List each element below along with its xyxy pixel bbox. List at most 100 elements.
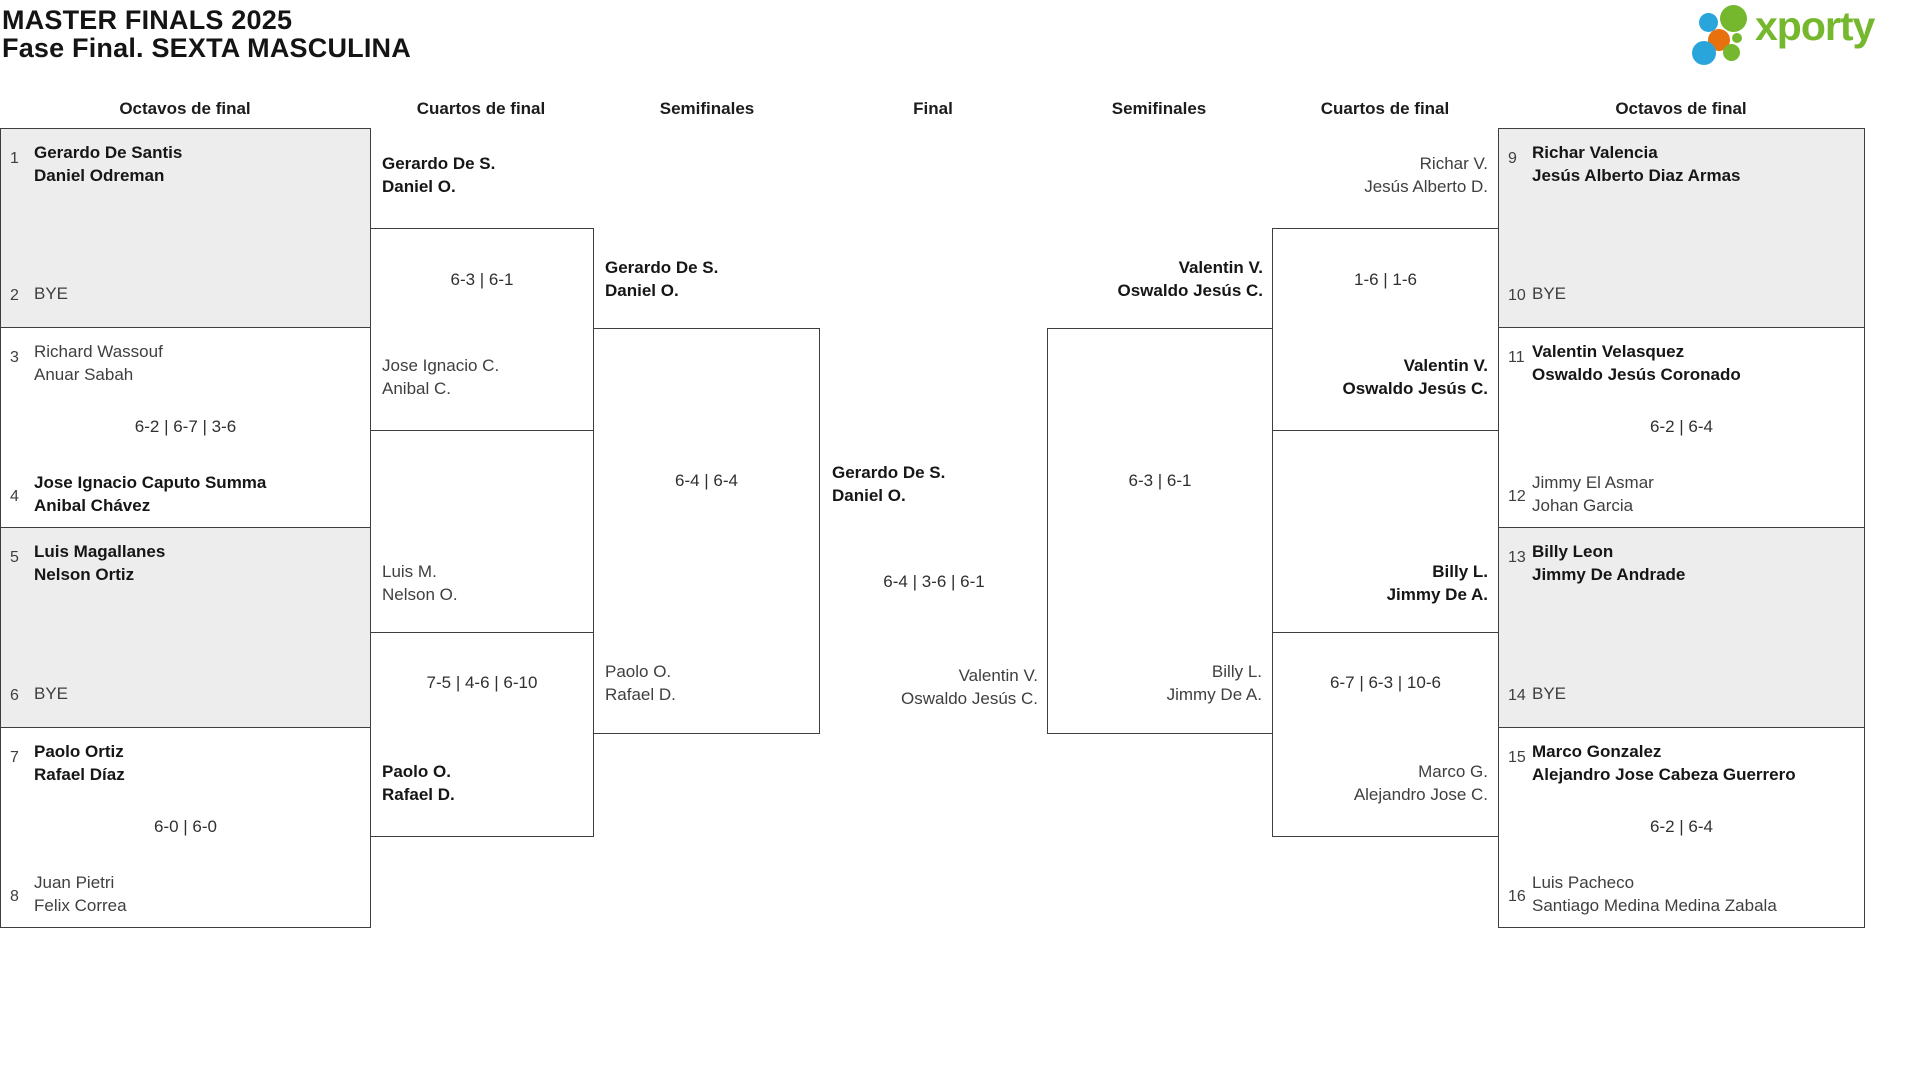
phase-subtitle: Fase Final. SEXTA MASCULINA (2, 33, 411, 63)
player-name: Paolo O. (382, 762, 451, 781)
player-name: Jose Ignacio Caputo Summa (34, 473, 267, 492)
match-score: 6-0 | 6-0 (153, 817, 217, 836)
team-billy-leon: Billy Leon Jimmy De Andrade (1532, 540, 1685, 586)
match-score: 6-2 | 6-4 (1649, 817, 1713, 836)
match-box-qf-left-2 (370, 632, 594, 837)
seed-15: 15 (1508, 749, 1526, 766)
logo-dot-blue-small (1699, 13, 1718, 32)
player-name: Billy L. (1432, 562, 1488, 581)
team-jose-ignacio-caputo: Jose Ignacio Caputo Summa Anibal Chávez (34, 471, 266, 517)
player-name: Billy L. (1211, 662, 1262, 681)
match-box-r16-left-1: 1 Gerardo De Santis Daniel Odreman 2 BYE (0, 128, 371, 328)
player-name: Marco G. (1418, 762, 1488, 781)
final-score: 6-4 | 3-6 | 6-1 (883, 572, 985, 591)
player-name: Paolo O. (605, 662, 672, 681)
seed-3: 3 (10, 349, 19, 366)
team-bye-2: BYE (34, 282, 68, 305)
qf-left-2-score: 7-5 | 4-6 | 6-10 (426, 673, 538, 692)
player-name: BYE (34, 284, 69, 303)
sf-left-score: 6-4 | 6-4 (674, 471, 738, 490)
sf-right-score: 6-3 | 6-1 (1128, 471, 1192, 490)
qf-left-2-bottom-team: Paolo O. Rafael D. (382, 760, 455, 806)
player-name: Johan Garcia (1532, 496, 1634, 515)
team-bye-10: BYE (1532, 282, 1566, 305)
seed-12: 12 (1508, 488, 1526, 505)
match-box-r16-right-1: 9 Richar Valencia Jesús Alberto Diaz Arm… (1498, 128, 1865, 328)
match-box-r16-right-3: 13 Billy Leon Jimmy De Andrade 14 BYE (1498, 527, 1865, 728)
player-name: Gerardo De S. (382, 154, 496, 173)
player-name: Daniel O. (605, 281, 679, 300)
match-box-r16-right-4: 15 Marco Gonzalez Alejandro Jose Cabeza … (1498, 727, 1865, 928)
sf-left-bottom-team: Paolo O. Rafael D. (605, 660, 676, 706)
team-bye-6: BYE (34, 682, 68, 705)
player-name: Jesús Alberto D. (1364, 177, 1488, 196)
player-name: Rafael D. (605, 685, 676, 704)
match-box-r16-left-2: 3 Richard Wassouf Anuar Sabah 6-2 | 6-7 … (0, 327, 371, 528)
logo-dot-green-large (1720, 5, 1747, 32)
player-name: Luis Magallanes (34, 542, 166, 561)
team-marco-gonzalez: Marco Gonzalez Alejandro Jose Cabeza Gue… (1532, 740, 1796, 786)
logo-dot-green-tiny (1732, 33, 1742, 43)
seed-16: 16 (1508, 888, 1526, 905)
logo-dot-green-medium (1723, 44, 1740, 61)
seed-7: 7 (10, 749, 19, 766)
match-box-sf-left (593, 328, 820, 734)
player-name: Santiago Medina Medina Zabala (1532, 896, 1777, 915)
final-bottom-team: Valentin V. Oswaldo Jesús C. (818, 664, 1038, 710)
match-box-r16-left-3: 5 Luis Magallanes Nelson Ortiz 6 BYE (0, 527, 371, 728)
qf-right-1-bottom-team: Valentin V. Oswaldo Jesús C. (1260, 354, 1489, 400)
match-box-r16-left-4: 7 Paolo Ortiz Rafael Díaz 6-0 | 6-0 8 Ju… (0, 727, 371, 928)
player-name: Valentin V. (1178, 258, 1263, 277)
player-name: Daniel Odreman (34, 166, 165, 185)
team-luis-pacheco: Luis Pacheco Santiago Medina Medina Zaba… (1532, 871, 1777, 917)
qf-right-2-score: 6-7 | 6-3 | 10-6 (1330, 673, 1441, 692)
match-box-sf-right (1047, 328, 1273, 734)
player-name: Richard Wassouf (34, 342, 163, 361)
qf-left-2-top-team: Luis M. Nelson O. (382, 560, 458, 606)
player-name: Rafael D. (382, 785, 455, 804)
player-name: Daniel O. (832, 486, 906, 505)
player-name: Luis M. (382, 562, 437, 581)
player-name: Oswaldo Jesús C. (901, 689, 1038, 708)
round-header-right-sf: Semifinales (1111, 99, 1207, 118)
final-top-team: Gerardo De S. Daniel O. (832, 461, 945, 507)
player-name: Alejandro Jose Cabeza Guerrero (1532, 765, 1796, 784)
qf-right-1-score: 1-6 | 1-6 (1353, 270, 1417, 289)
round-header-left-sf: Semifinales (659, 99, 755, 118)
player-name: Jose Ignacio C. (382, 356, 500, 375)
player-name: Valentin V. (958, 666, 1038, 685)
seed-9: 9 (1508, 150, 1517, 167)
player-name: BYE (1532, 284, 1567, 303)
round-header-right-qf: Cuartos de final (1320, 99, 1450, 118)
player-name: Anuar Sabah (34, 365, 134, 384)
player-name: Billy Leon (1532, 542, 1614, 561)
round-header-right-r16: Octavos de final (1615, 99, 1747, 118)
team-richar-valencia: Richar Valencia Jesús Alberto Diaz Armas (1532, 141, 1740, 187)
xporty-logo[interactable]: xporty (1692, 2, 1908, 68)
player-name: Jesús Alberto Diaz Armas (1532, 166, 1741, 185)
match-score: 6-2 | 6-4 (1649, 417, 1713, 436)
logo-wordmark: xporty (1755, 3, 1875, 49)
sf-right-top-team: Valentin V. Oswaldo Jesús C. (1040, 256, 1264, 302)
player-name: Anibal C. (382, 379, 451, 398)
team-bye-14: BYE (1532, 682, 1566, 705)
player-name: BYE (34, 684, 69, 703)
player-name: Nelson Ortiz (34, 565, 135, 584)
qf-left-1-bottom-team: Jose Ignacio C. Anibal C. (382, 354, 499, 400)
player-name: Richar V. (1419, 154, 1488, 173)
player-name: Jimmy De Andrade (1532, 565, 1686, 584)
team-paolo-ortiz: Paolo Ortiz Rafael Díaz (34, 740, 125, 786)
player-name: Gerardo De S. (605, 258, 719, 277)
player-name: Jimmy El Asmar (1532, 473, 1654, 492)
player-name: Nelson O. (382, 585, 458, 604)
player-name: Oswaldo Jesús Coronado (1532, 365, 1741, 384)
player-name: BYE (1532, 684, 1567, 703)
player-name: Oswaldo Jesús C. (1117, 281, 1264, 300)
qf-right-1-top-team: Richar V. Jesús Alberto D. (1260, 152, 1488, 198)
sf-right-bottom-team: Billy L. Jimmy De A. (1040, 660, 1262, 706)
player-name: Valentin Velasquez (1532, 342, 1685, 361)
seed-1: 1 (10, 150, 19, 167)
seed-11: 11 (1508, 349, 1525, 366)
player-name: Gerardo De Santis (34, 143, 183, 162)
